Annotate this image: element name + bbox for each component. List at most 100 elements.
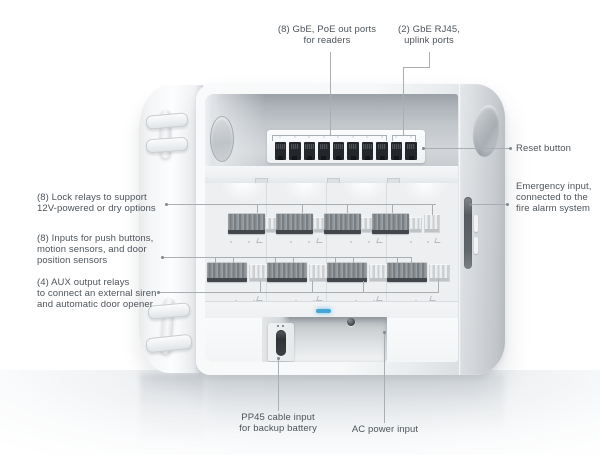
rj45-poe-port [332, 142, 345, 160]
leader-rise [438, 279, 439, 292]
silkscreen-dot [368, 241, 370, 243]
bracket-uplink-ports [392, 135, 416, 136]
port-led [395, 136, 398, 138]
label-uplink-ports: (2) GbE RJ45, uplink ports [397, 24, 460, 46]
dot-ac-target [383, 331, 386, 334]
terminal-board [205, 183, 458, 302]
leader-uplink-elbow [403, 67, 430, 68]
dot-inputs [161, 256, 164, 259]
board-partition [326, 183, 327, 301]
dot-pp45-target [277, 357, 280, 360]
bracket-poe-ports [272, 135, 387, 136]
silkscreen-dot [290, 241, 292, 243]
emergency-slot-detail [474, 237, 478, 254]
rj45-poe-port [274, 142, 286, 160]
silkscreen-dot [410, 241, 412, 243]
leader-drop [353, 257, 354, 263]
dot-aux-relays [157, 291, 160, 294]
lock-relay-terminal-block [324, 213, 361, 234]
enclosure-shell [196, 84, 505, 375]
leader-inputs [164, 257, 412, 258]
lock-relay-terminal-block [228, 213, 265, 234]
leader-drop [347, 204, 348, 213]
enclosure-reflection [206, 374, 504, 432]
silkscreen-dot [230, 241, 232, 243]
pp45-cable-slot [276, 330, 286, 356]
hinge-arm [160, 110, 171, 158]
label-pp45-input: PP45 cable input for backup battery [239, 412, 317, 434]
label-lock-relays: (8) Lock relays to support 12V-powered o… [37, 192, 156, 214]
leader-drop [397, 257, 398, 263]
rj45-uplink-port [390, 142, 403, 160]
screw [347, 318, 355, 326]
silkscreen-dot [427, 241, 429, 243]
leader-drop [432, 204, 433, 215]
rj45-poe-port [347, 142, 359, 160]
leader-drop [411, 257, 412, 263]
leader-rise [260, 281, 261, 292]
silkscreen-dot [308, 241, 310, 243]
pp45-detail-dot [277, 325, 279, 327]
port-led [409, 136, 412, 138]
label-ac-input: AC power input [351, 424, 419, 435]
bracket-tick [386, 135, 387, 141]
door-reflection [140, 374, 204, 446]
ethernet-ports-row [269, 136, 425, 161]
dot-lock-relays [165, 203, 168, 206]
board-partition [266, 183, 267, 301]
leader-drop [392, 204, 393, 213]
port-led [322, 136, 325, 138]
aux-relay-terminal-block [429, 264, 450, 282]
leader-rise [363, 281, 364, 292]
bottom-cable-recess [262, 317, 387, 362]
leader-reset-button [424, 148, 512, 149]
pp45-module [268, 323, 294, 361]
rj45-uplink-port [405, 142, 417, 160]
lock-relay-terminal-block [372, 213, 409, 234]
label-poe-ports: (8) GbE, PoE out ports for readers [277, 24, 377, 46]
port-led [351, 136, 354, 138]
port-led [293, 136, 296, 138]
rj45-poe-port [289, 142, 301, 160]
leader-drop [293, 257, 294, 263]
input-terminal-block [267, 262, 307, 282]
leader-ac-input [384, 333, 385, 423]
leader-uplink-ports [429, 52, 430, 67]
leader-pp45-input [278, 359, 279, 411]
emergency-slot-detail [474, 215, 478, 232]
rj45-poe-port [376, 142, 388, 160]
dot-reset-label [509, 147, 512, 150]
silkscreen-dot [248, 241, 250, 243]
emergency-input-slot [464, 197, 472, 269]
bracket-tick [415, 135, 416, 141]
leader-rise [312, 281, 313, 292]
leader-drop [302, 204, 303, 213]
label-reset-button: Reset button [516, 143, 572, 154]
leader-drop [233, 257, 234, 263]
rj45-poe-port [303, 142, 316, 160]
leader-poe-ports [330, 52, 331, 135]
lock-relay-terminal-block [276, 213, 313, 234]
board-partition [386, 183, 387, 301]
leader-emergency-input [471, 204, 509, 205]
leader-drop [215, 257, 216, 263]
bracket-tick [392, 135, 393, 141]
label-aux-relays: (4) AUX output relays to connect an exte… [37, 277, 157, 310]
leader-uplink-ports [403, 67, 404, 135]
dot-reset-target [422, 147, 425, 150]
label-emergency-input: Emergency input, connected to the fire a… [516, 181, 592, 214]
port-led [308, 136, 311, 138]
leader-drop [275, 257, 276, 263]
status-band [205, 301, 458, 319]
dot-emergency-target [469, 203, 472, 206]
status-led [316, 309, 331, 313]
bracket-tick [272, 135, 273, 141]
terminal-block-extension [409, 217, 422, 233]
leader-drop [257, 204, 258, 213]
dot-emergency-label [506, 203, 509, 206]
rj45-poe-port [318, 142, 330, 160]
rj45-poe-port [361, 142, 374, 160]
pp45-detail-dot [282, 325, 284, 327]
silkscreen-dot [350, 241, 352, 243]
